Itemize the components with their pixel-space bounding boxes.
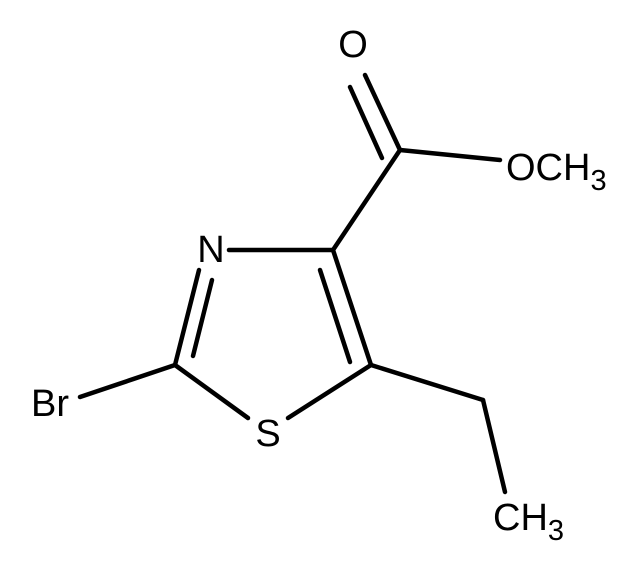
carbonyl-oxygen-label: O xyxy=(338,24,368,66)
bond-c2-br xyxy=(77,362,178,400)
bond-carbonyl-o-inner xyxy=(347,84,385,161)
bond-c2-n3-inner xyxy=(190,277,215,359)
bond-s1-c2 xyxy=(172,362,251,421)
bond-c5-ethyl xyxy=(368,362,486,403)
bond-c5-s1 xyxy=(285,362,374,421)
bond-c4-c5-inner xyxy=(317,267,353,365)
bond-c4-c5 xyxy=(330,247,374,368)
bond-carbonyl-ester-o xyxy=(397,147,503,163)
ethyl-methyl-label: CH3 xyxy=(493,497,564,547)
bond-c2-n3 xyxy=(172,267,202,368)
ring-nitrogen-label: N xyxy=(197,229,224,271)
bromine-label: Br xyxy=(31,383,69,425)
ester-group-label: OCH3 xyxy=(506,147,607,197)
bond-carbonyl-o-outer xyxy=(362,72,403,153)
bond-ethyl-methyl xyxy=(480,397,508,495)
ring-sulfur-label: S xyxy=(255,413,280,455)
bond-c4-carbonyl xyxy=(330,147,403,253)
